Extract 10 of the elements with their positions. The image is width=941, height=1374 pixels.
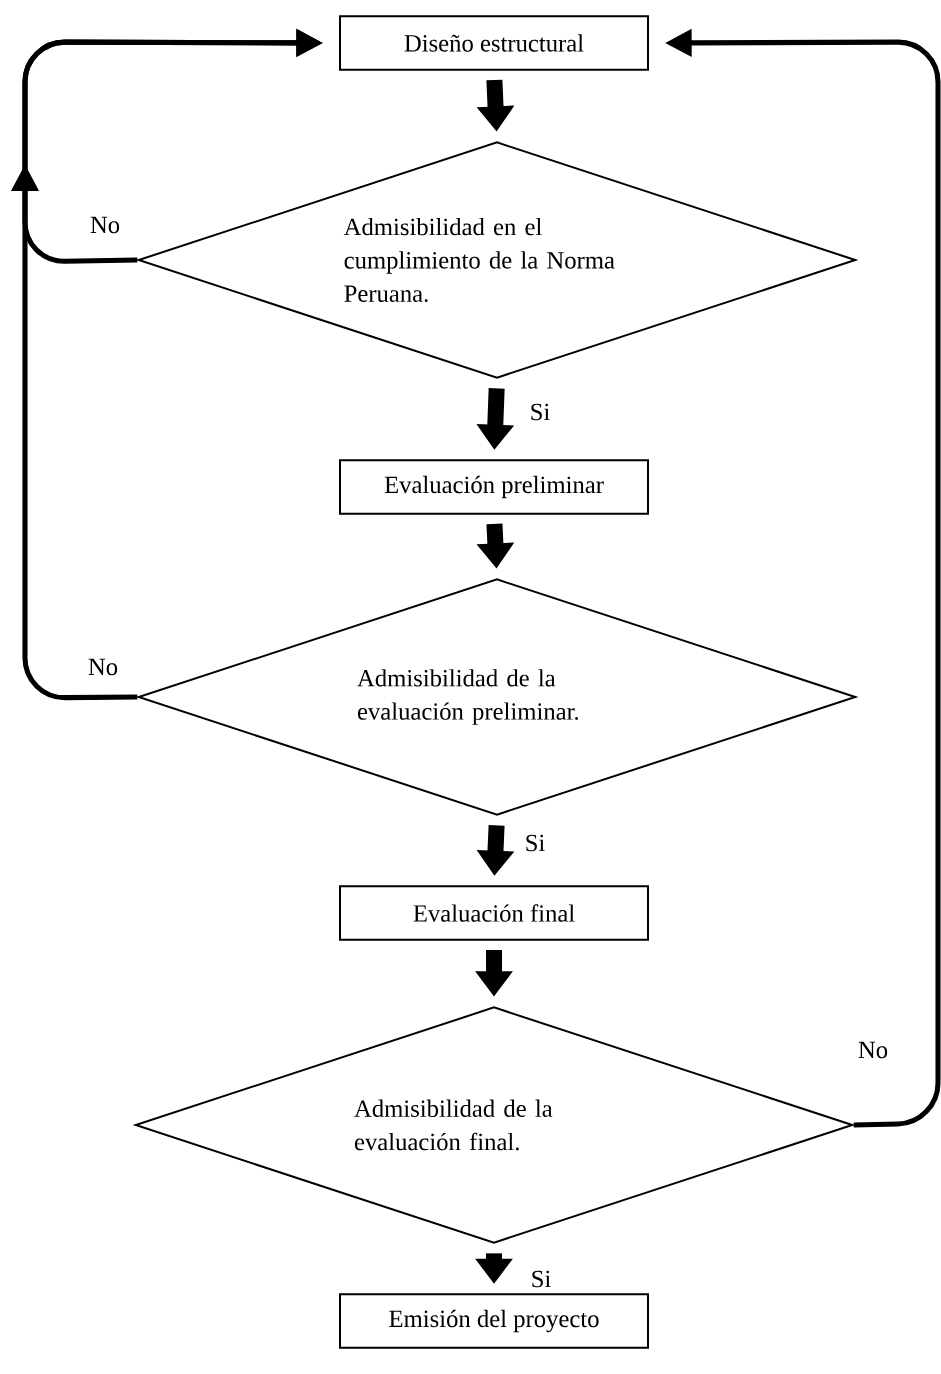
process-box: Evaluación preliminar xyxy=(339,459,649,515)
edge-label: No xyxy=(86,657,120,677)
edge-label: Si xyxy=(528,402,552,422)
edge-label: Si xyxy=(523,833,547,853)
process-box: Emisión del proyecto xyxy=(339,1293,649,1349)
edge-label: No xyxy=(88,215,122,235)
edge-label: No xyxy=(856,1040,890,1060)
process-box: Evaluación final xyxy=(339,885,649,941)
process-box: Diseño estructural xyxy=(339,15,649,71)
edge-label: Si xyxy=(529,1269,553,1289)
